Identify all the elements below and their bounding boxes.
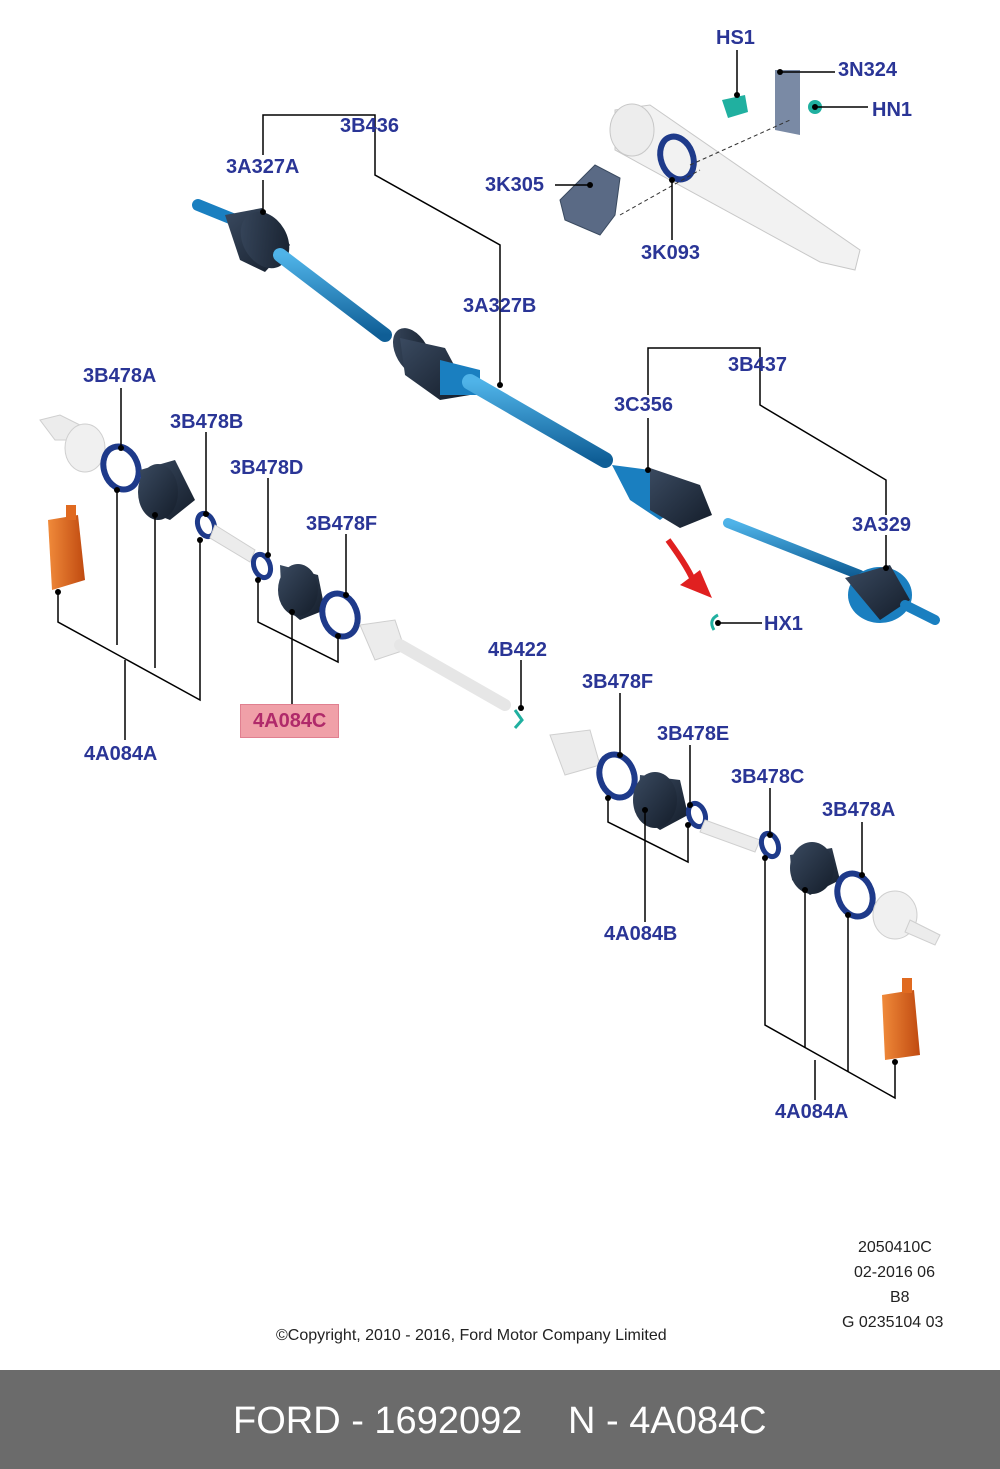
label-3b478c: 3B478C — [731, 766, 805, 788]
label-hs1: HS1 — [716, 27, 755, 49]
leader-dots — [55, 69, 898, 1065]
label-4a084b: 4A084B — [604, 923, 678, 945]
left-boot-kit — [39, 414, 361, 640]
red-arrow — [665, 538, 712, 598]
drawing-variant: B8 — [890, 1289, 910, 1306]
label-3n324: 3N324 — [838, 59, 897, 81]
brand-part-number: FORD - 1692092 — [233, 1400, 523, 1442]
label-3b478f-left: 3B478F — [306, 513, 378, 535]
footer-bar: FORD - 1692092 N - 4A084C — [0, 1370, 1000, 1469]
center-and-right-kit — [359, 619, 941, 1060]
label-3k305: 3K305 — [485, 174, 544, 196]
label-3b478e: 3B478E — [657, 723, 730, 745]
label-3b478d: 3B478D — [230, 457, 304, 479]
label-3b436: 3B436 — [340, 115, 399, 137]
upper-driveshaft — [192, 199, 940, 625]
label-4b422: 4B422 — [488, 639, 547, 661]
drawing-code: 2050410C — [858, 1239, 932, 1256]
label-hn1: HN1 — [872, 99, 913, 121]
drawing-reference: G 0235104 03 — [842, 1314, 944, 1331]
label-3a327a: 3A327A — [226, 156, 300, 178]
label-3a329: 3A329 — [852, 514, 911, 536]
copyright-notice: ©Copyright, 2010 - 2016, Ford Motor Comp… — [276, 1327, 667, 1344]
label-3a327b: 3A327B — [463, 295, 537, 317]
label-4a084a-right: 4A084A — [775, 1101, 849, 1123]
label-3b478f-right: 3B478F — [582, 671, 654, 693]
bearing-housing — [559, 70, 861, 271]
label-4a084c-highlighted[interactable]: 4A084C — [240, 704, 340, 738]
drawing-date: 02-2016 06 — [854, 1264, 935, 1281]
label-3b437: 3B437 — [728, 354, 787, 376]
label-3k093: 3K093 — [641, 242, 700, 264]
label-4a084a-left: 4A084A — [84, 743, 158, 765]
label-3b478a-right: 3B478A — [822, 799, 896, 821]
exploded-parts-diagram — [39, 50, 941, 1100]
label-hx1: HX1 — [764, 613, 803, 635]
hx1-clip — [710, 613, 719, 631]
label-3b478a-left: 3B478A — [83, 365, 157, 387]
label-3b478b: 3B478B — [170, 411, 244, 433]
oem-part-number: N - 4A084C — [568, 1400, 767, 1442]
label-3c356: 3C356 — [614, 394, 673, 416]
leader-lines — [57, 50, 896, 1100]
